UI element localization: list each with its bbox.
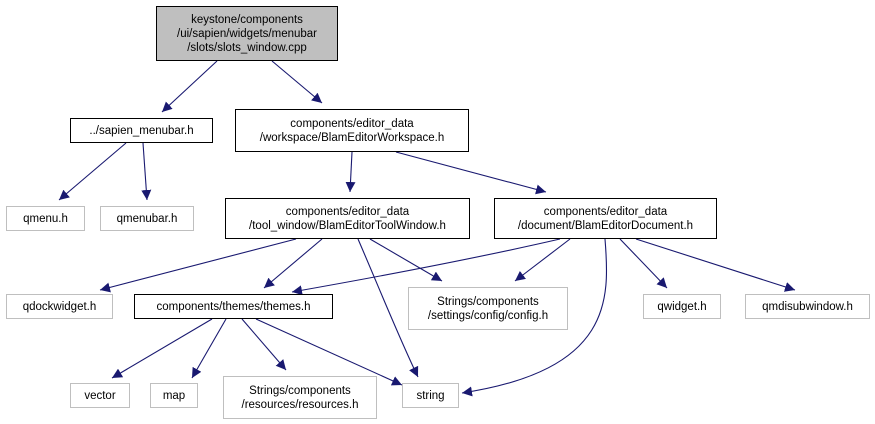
node-box: [156, 6, 338, 61]
edge-document-to-string: [461, 238, 608, 397]
node-resources[interactable]: Strings/components/resources/resources.h: [223, 376, 377, 419]
node-qmdisubwindow[interactable]: qmdisubwindow.h: [745, 294, 870, 319]
edge-themes-to-map: [191, 318, 227, 379]
node-root[interactable]: keystone/components/ui/sapien/widgets/me…: [156, 6, 338, 61]
node-map[interactable]: map: [150, 383, 198, 408]
edge-toolwindow-to-themes: [263, 238, 323, 289]
node-box: [134, 294, 333, 319]
edge-sapien_menubar-to-qmenubar: [141, 142, 152, 201]
edge-toolwindow-to-string: [357, 238, 419, 378]
node-vector[interactable]: vector: [70, 383, 130, 408]
node-label-line: /settings/config/config.h: [428, 310, 548, 322]
edge-workspace-to-document: [395, 151, 547, 195]
node-qmenubar[interactable]: qmenubar.h: [100, 206, 194, 231]
node-label-line: qmenubar.h: [117, 213, 178, 225]
node-label-line: qwidget.h: [657, 301, 706, 313]
edge-themes-to-resources: [241, 318, 287, 371]
node-label-line: qmenu.h: [23, 213, 68, 225]
node-label-line: /slots/slots_window.cpp: [187, 42, 307, 54]
node-label-line: keystone/components: [191, 14, 303, 26]
edges-layer: [58, 60, 796, 397]
edge-document-to-themes: [291, 238, 561, 296]
node-qmenu[interactable]: qmenu.h: [6, 206, 85, 231]
node-label-line: vector: [84, 390, 115, 402]
edge-document-to-qwidget: [619, 238, 668, 289]
edge-themes-to-vector: [111, 318, 213, 379]
node-box: [6, 294, 113, 319]
node-box: [235, 109, 469, 152]
node-label-line: /resources/resources.h: [242, 399, 359, 411]
node-label-line: /ui/sapien/widgets/menubar: [177, 28, 317, 40]
node-label-line: /document/BlamEditorDocument.h: [518, 220, 693, 232]
node-box: [100, 206, 194, 231]
node-box: [643, 294, 721, 319]
node-label-line: components/editor_data: [290, 118, 414, 130]
node-workspace[interactable]: components/editor_data/workspace/BlamEdi…: [235, 109, 469, 152]
node-box: [225, 198, 470, 239]
node-box: [408, 287, 568, 330]
edge-root-to-sapien_menubar: [161, 60, 218, 113]
edge-workspace-to-toolwindow: [345, 151, 356, 193]
node-qwidget[interactable]: qwidget.h: [643, 294, 721, 319]
node-label-line: ../sapien_menubar.h: [89, 125, 193, 137]
node-label-line: components/themes/themes.h: [156, 301, 310, 313]
node-label-line: qmdisubwindow.h: [762, 301, 853, 313]
node-toolwindow[interactable]: components/editor_data/tool_window/BlamE…: [225, 198, 470, 239]
edge-root-to-workspace: [271, 60, 323, 104]
node-label-line: string: [416, 390, 444, 402]
node-label-line: Strings/components: [437, 296, 539, 308]
edge-toolwindow-to-config: [369, 238, 443, 282]
node-string[interactable]: string: [402, 383, 459, 408]
node-label-line: Strings/components: [249, 385, 351, 397]
node-box: [494, 198, 717, 239]
node-box: [223, 376, 377, 419]
node-qdockwidget[interactable]: qdockwidget.h: [6, 294, 113, 319]
edge-themes-to-string: [255, 318, 403, 386]
nodes-layer: keystone/components/ui/sapien/widgets/me…: [6, 6, 870, 419]
node-config[interactable]: Strings/components/settings/config/confi…: [408, 287, 568, 330]
node-label-line: /workspace/BlamEditorWorkspace.h: [260, 132, 445, 144]
edge-sapien_menubar-to-qmenu: [58, 142, 127, 201]
node-box: [402, 383, 459, 408]
node-box: [6, 206, 85, 231]
node-label-line: qdockwidget.h: [23, 301, 97, 313]
edge-document-to-config: [514, 238, 571, 282]
node-box: [70, 118, 213, 143]
node-box: [745, 294, 870, 319]
node-box: [150, 383, 198, 408]
node-label-line: /tool_window/BlamEditorToolWindow.h: [249, 220, 446, 232]
edge-toolwindow-to-qdockwidget: [99, 238, 297, 293]
node-label-line: components/editor_data: [544, 206, 668, 218]
edge-document-to-qmdisubwindow: [635, 238, 796, 292]
node-themes[interactable]: components/themes/themes.h: [134, 294, 333, 319]
node-label-line: map: [163, 390, 185, 402]
node-label-line: components/editor_data: [286, 206, 410, 218]
node-box: [70, 383, 130, 408]
node-document[interactable]: components/editor_data/document/BlamEdit…: [494, 198, 717, 239]
node-sapien_menubar[interactable]: ../sapien_menubar.h: [70, 118, 213, 143]
